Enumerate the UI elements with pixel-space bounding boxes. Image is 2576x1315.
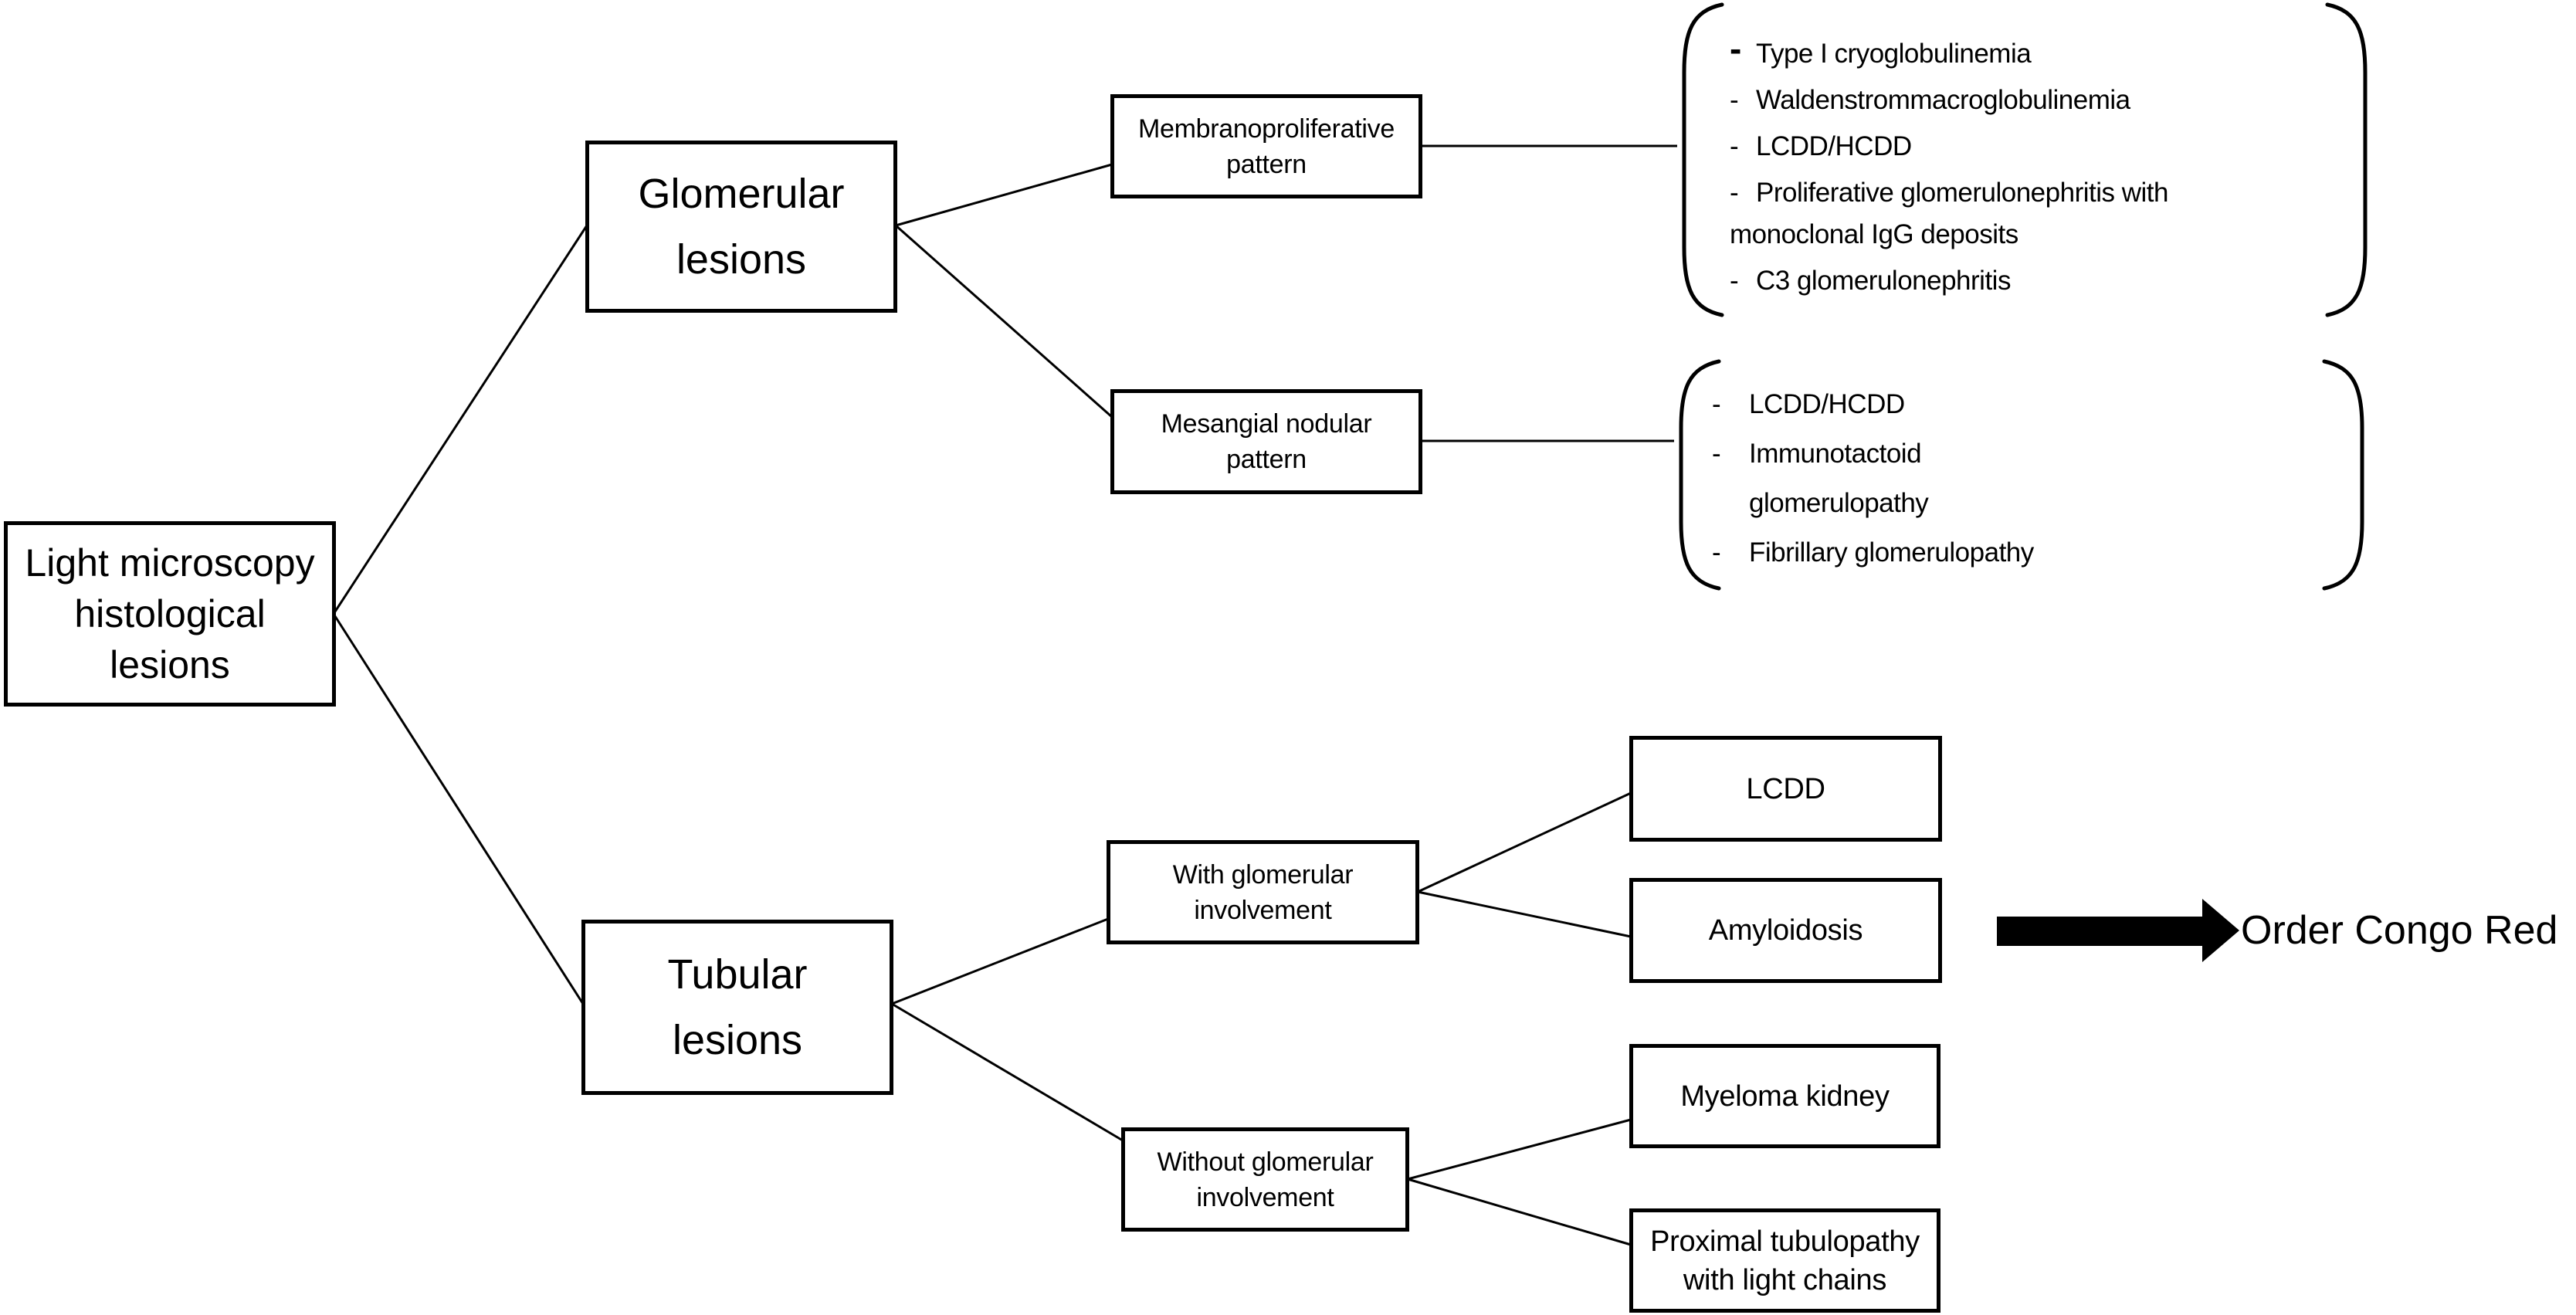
dash-bullet-icon: -	[1730, 85, 1739, 115]
node-label: Tubular lesions	[667, 951, 808, 1063]
list-item-text: LCDD/HCDD	[1756, 131, 1912, 161]
arrow-shaft	[1997, 917, 2202, 946]
arrow-head	[2202, 899, 2239, 962]
list-item: -Immunotactoid glomerulopathy	[1712, 429, 2314, 528]
node-proximal-tubulopathy: Proximal tubulopathy with light chains	[1629, 1208, 1940, 1313]
list-item: -Type I cryoglobulinemia	[1730, 28, 2347, 75]
node-amyloidosis: Amyloidosis	[1629, 878, 1942, 983]
dash-bullet-icon: -	[1730, 29, 1741, 69]
node-without-glomerular-involvement: Without glomerular involvement	[1121, 1127, 1409, 1232]
connector-glomerular-membranoproliferative	[895, 163, 1113, 227]
node-label: Light microscopy histological lesions	[25, 541, 315, 686]
bracket-close-mesangial-list	[2322, 359, 2364, 591]
bracket-close-membranoproliferative-list	[2325, 2, 2368, 317]
node-label: Myeloma kidney	[1680, 1079, 1890, 1113]
node-with-glomerular-involvement: With glomerular involvement	[1107, 840, 1419, 944]
list-item: -LCDD/HCDD	[1712, 380, 2314, 429]
list-item: -Fibrillary glomerulopathy	[1712, 528, 2314, 578]
list-item-text: Proliferative glomerulonephritis with mo…	[1730, 178, 2168, 249]
list-membranoproliferative-entities: -Type I cryoglobulinemia -Waldenstrommac…	[1730, 28, 2347, 307]
dash-bullet-icon: -	[1730, 178, 1739, 208]
connector-with-glomerular-lcdd	[1417, 791, 1632, 893]
node-label: Glomerular lesions	[638, 170, 845, 283]
node-label: Membranoproliferative pattern	[1138, 114, 1395, 179]
list-item: -Waldenstrommacroglobulinemia	[1730, 80, 2347, 121]
connector-without-glomerular-myeloma	[1407, 1118, 1632, 1181]
connector-tubular-without-glomerular	[891, 1002, 1124, 1142]
connector-with-glomerular-amyloidosis	[1417, 890, 1632, 938]
list-item-text: Waldenstrommacroglobulinemia	[1756, 85, 2130, 115]
congo-red-label: Order Congo Red	[2241, 908, 2558, 953]
connector-root-tubular	[332, 613, 585, 1005]
list-item: -Proliferative glomerulonephritis with m…	[1730, 172, 2347, 256]
bracket-open-membranoproliferative-list	[1682, 2, 1724, 317]
dash-bullet-icon: -	[1712, 389, 1721, 419]
node-membranoproliferative-pattern: Membranoproliferative pattern	[1110, 94, 1422, 198]
node-lcdd: LCDD	[1629, 736, 1942, 842]
connector-root-glomerular	[332, 225, 588, 615]
congo-red-arrow	[1997, 899, 2239, 962]
node-glomerular-lesions: Glomerular lesions	[585, 141, 897, 313]
list-item-text: Fibrillary glomerulopathy	[1749, 537, 2034, 568]
dash-bullet-icon: -	[1730, 131, 1739, 161]
bracket-open-mesangial-list	[1679, 359, 1721, 591]
node-myeloma-kidney: Myeloma kidney	[1629, 1044, 1940, 1148]
node-label: Without glomerular involvement	[1157, 1147, 1374, 1212]
list-item-text: Immunotactoid glomerulopathy	[1749, 439, 1929, 518]
node-label: Mesangial nodular pattern	[1161, 409, 1372, 474]
list-item: -LCDD/HCDD	[1730, 126, 2347, 168]
dash-bullet-icon: -	[1730, 266, 1739, 296]
node-tubular-lesions: Tubular lesions	[581, 920, 893, 1095]
node-mesangial-nodular-pattern: Mesangial nodular pattern	[1110, 389, 1422, 494]
node-label: Proximal tubulopathy with light chains	[1650, 1225, 1920, 1296]
dash-bullet-icon: -	[1712, 439, 1721, 469]
list-item-text: LCDD/HCDD	[1749, 389, 1905, 419]
connector-glomerular-mesangial	[895, 224, 1113, 419]
list-item-text: Type I cryoglobulinemia	[1756, 39, 2032, 69]
list-mesangial-entities: -LCDD/HCDD -Immunotactoid glomerulopathy…	[1712, 380, 2314, 578]
node-label: With glomerular involvement	[1172, 859, 1354, 925]
connector-without-glomerular-proximal	[1407, 1178, 1632, 1246]
node-light-microscopy-histological-lesions: Light microscopy histological lesions	[4, 521, 336, 707]
list-item: -C3 glomerulonephritis	[1730, 260, 2347, 302]
connector-tubular-with-glomerular	[891, 917, 1109, 1005]
node-label: Amyloidosis	[1708, 914, 1863, 947]
dash-bullet-icon: -	[1712, 537, 1721, 568]
list-item-text: C3 glomerulonephritis	[1756, 266, 2011, 296]
node-label: LCDD	[1746, 772, 1825, 805]
